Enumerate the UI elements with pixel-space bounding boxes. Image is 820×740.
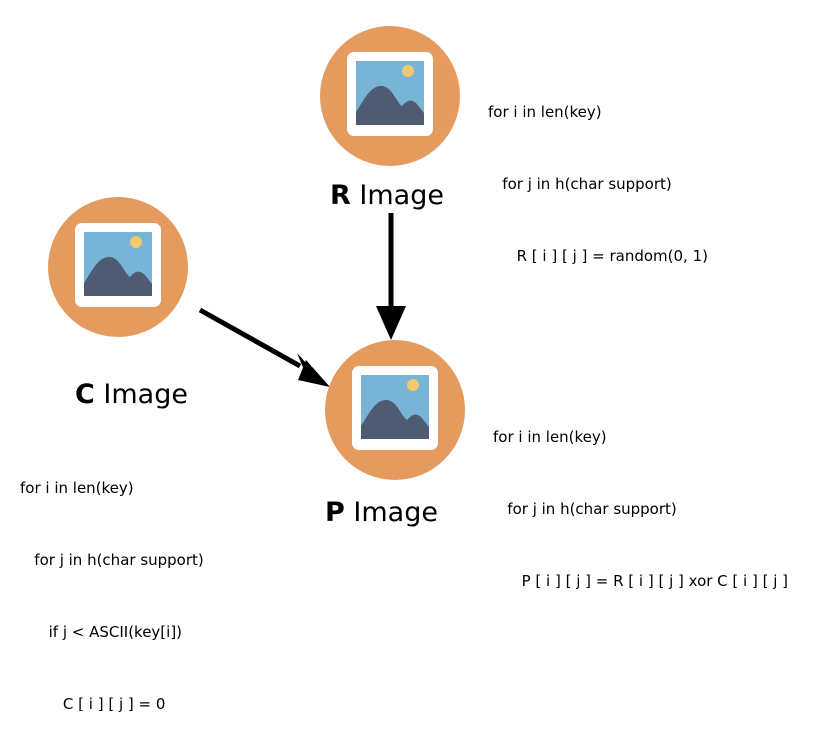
image-icon (48, 197, 188, 337)
code-line: for i in len(key) (20, 479, 134, 497)
c-label-word: Image (94, 379, 188, 410)
image-icon (325, 340, 465, 480)
p-label-letter: P (325, 497, 345, 528)
c-code-block: for i in len(key) for j in h(char suppor… (20, 428, 204, 740)
r-image-label: R Image (330, 180, 444, 212)
image-icon (320, 26, 460, 166)
code-line: for i in len(key) (488, 103, 602, 121)
code-line: C [ i ] [ j ] = 0 (20, 695, 166, 713)
code-line: for i in len(key) (493, 428, 607, 446)
r-image-node (320, 26, 460, 166)
r-label-letter: R (330, 180, 351, 211)
arrow-r-to-p (376, 213, 406, 340)
p-image-node (325, 340, 465, 480)
code-line: R [ i ] [ j ] = random(0, 1) (488, 247, 708, 265)
r-label-word: Image (350, 180, 444, 211)
p-code-block: for i in len(key) for j in h(char suppor… (493, 377, 788, 617)
p-label-word: Image (344, 497, 438, 528)
c-image-node (48, 197, 188, 337)
arrow-c-to-p (198, 307, 330, 387)
code-line: for j in h(char support) (488, 175, 672, 193)
code-line: P [ i ] [ j ] = R [ i ] [ j ] xor C [ i … (493, 572, 789, 590)
r-code-block: for i in len(key) for j in h(char suppor… (488, 52, 708, 292)
p-image-label: P Image (325, 497, 438, 529)
code-line: for j in h(char support) (20, 551, 204, 569)
code-line: if j < ASCII(key[i]) (20, 623, 183, 641)
c-label-letter: C (75, 379, 95, 410)
c-image-label: C Image (75, 379, 188, 411)
code-line: for j in h(char support) (493, 500, 677, 518)
arrows-layer (198, 213, 406, 387)
